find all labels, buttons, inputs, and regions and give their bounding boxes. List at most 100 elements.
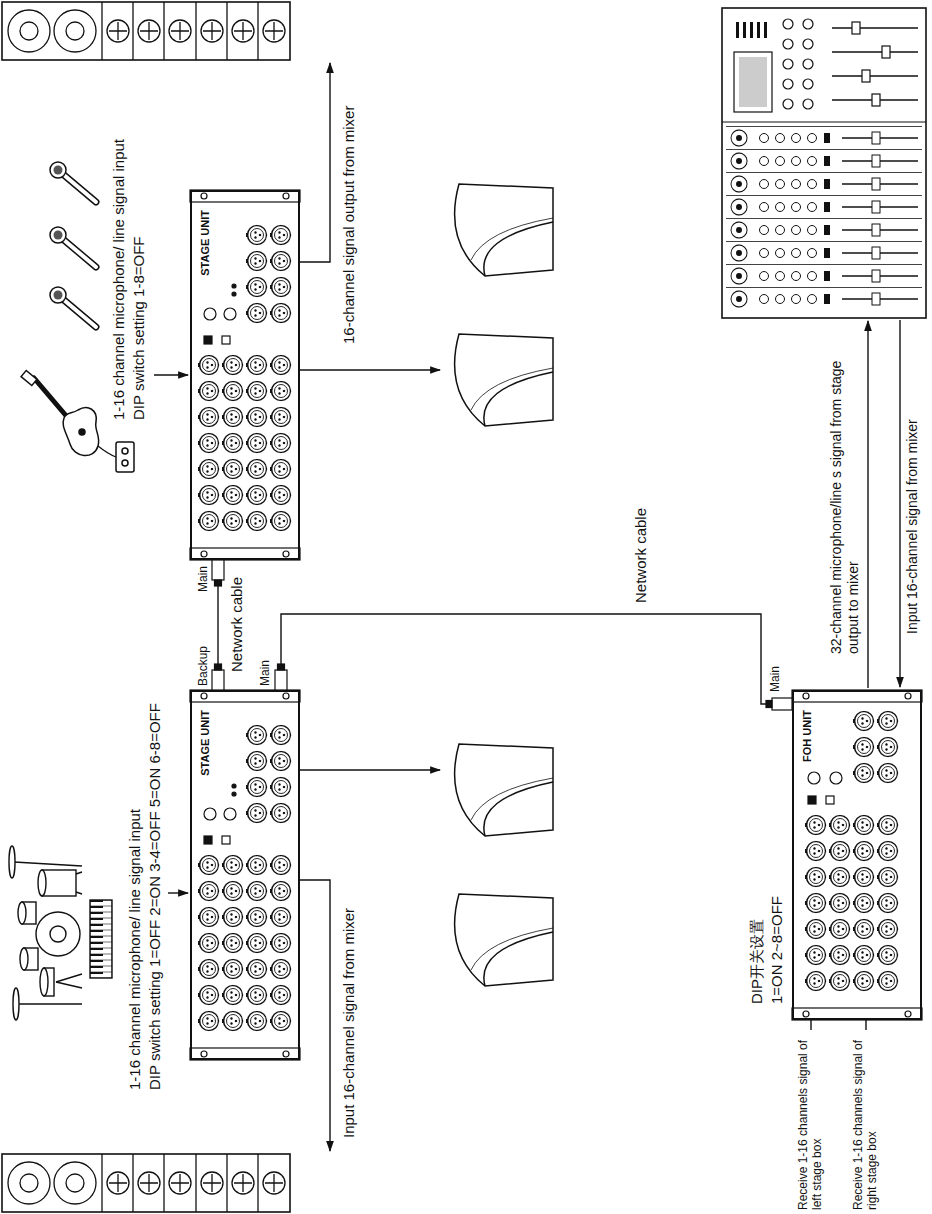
port-name: Main	[258, 660, 272, 686]
signal-arrow	[867, 321, 868, 688]
stage-unit-panel	[224, 308, 236, 320]
mixing-console	[852, 22, 860, 34]
drum-kit	[76, 892, 82, 894]
signal-arrow	[300, 63, 330, 262]
mixing-console	[736, 22, 739, 38]
drum-kit	[18, 1003, 82, 1004]
foh-unit-panel	[803, 1011, 809, 1017]
network-plug	[275, 670, 287, 690]
electric-guitar	[122, 448, 128, 454]
signal-arrow	[899, 320, 900, 687]
line-array-speaker	[2, 1154, 290, 1212]
mixing-console	[803, 79, 813, 89]
foh-unit: FOH UNIT	[792, 690, 922, 1020]
keyboard	[90, 900, 112, 978]
port-name: Backup	[196, 646, 210, 686]
microphone	[54, 231, 63, 240]
mixing-console	[832, 75, 918, 77]
signal-arrow	[300, 769, 440, 770]
electric-guitar	[21, 370, 37, 385]
foh-unit-panel	[808, 772, 820, 784]
monitor-wedge	[455, 184, 553, 276]
mixing-console	[783, 39, 793, 49]
foh-unit-panel	[830, 772, 842, 784]
cable-label: Network cable	[228, 574, 246, 675]
dip-note: 1=ON 2~8=OFF	[768, 896, 786, 1004]
stage-unit-panel	[232, 292, 236, 296]
cable-label: Network cable	[632, 505, 650, 606]
mixing-console	[862, 70, 870, 82]
stage-unit-panel	[232, 284, 236, 288]
mixing-console	[757, 22, 760, 38]
stage-unit-panel	[201, 1051, 207, 1057]
stage-unit-panel	[201, 693, 207, 699]
network-plug	[766, 701, 772, 708]
drum-kit	[40, 968, 48, 996]
mixing-console	[722, 121, 926, 122]
signal-note: 32-channel microphone/line s signal from…	[828, 344, 861, 654]
stage-unit-panel	[283, 193, 289, 199]
microphone	[50, 162, 96, 327]
stage-unit-panel	[201, 551, 207, 557]
electric-guitar	[116, 442, 134, 472]
network-plug	[215, 580, 222, 586]
mixing-console	[743, 22, 746, 38]
stage-unit-panel	[201, 193, 207, 199]
electric-guitar	[98, 446, 116, 457]
mixing-console	[832, 27, 918, 29]
drum-kit	[56, 974, 82, 982]
stage-unit-panel	[190, 690, 300, 1060]
stage-unit-panel	[222, 336, 230, 344]
mixing-console	[722, 8, 926, 318]
input-note: 1-16 channel microphone/ line signal inp…	[126, 809, 144, 1090]
electric-guitar	[63, 408, 99, 456]
signal-arrow	[300, 880, 330, 1151]
mixing-console	[783, 79, 793, 89]
network-cable	[281, 614, 792, 704]
network-plug	[772, 698, 792, 710]
microphone	[54, 291, 63, 300]
unit-name: STAGE UNIT	[199, 710, 212, 776]
drum-kit	[42, 870, 76, 896]
unit-name: FOH UNIT	[801, 710, 814, 762]
signal-note: Input 16-channel signal from mixer	[340, 908, 358, 1138]
stage-unit-panel	[283, 1051, 289, 1057]
mixing-console	[803, 19, 813, 29]
stage-unit-panel	[245, 722, 293, 826]
monitor-wedge	[455, 744, 553, 836]
drum-kit	[14, 862, 82, 866]
dip-note: DIP开关设置	[748, 919, 766, 1004]
microphone	[54, 166, 63, 175]
foh-unit-panel	[852, 708, 900, 786]
drum-kit	[76, 872, 82, 874]
stage-unit-panel	[204, 808, 216, 820]
stage-unit-panel	[197, 852, 293, 1034]
signal-arrow	[300, 369, 440, 370]
drum-kit	[18, 902, 26, 924]
port-name: Main	[768, 666, 782, 692]
signal-arrow	[154, 63, 900, 1151]
electric-guitar	[122, 460, 128, 466]
stage-unit-panel	[197, 352, 293, 534]
microphone	[50, 287, 66, 303]
network-plug	[212, 560, 792, 710]
signal-arrow	[154, 374, 188, 375]
stage-unit-panel	[224, 808, 236, 820]
stage-unit-panel	[232, 792, 236, 796]
mixing-console	[783, 59, 793, 69]
mixing-console	[722, 126, 926, 310]
mixing-console	[872, 94, 880, 106]
mixing-console	[750, 22, 753, 38]
foh-unit-panel	[905, 693, 911, 699]
signal-note: Input 16-channel signal from mixer	[904, 419, 921, 634]
dip-note: DIP switch setting 1-8=OFF	[130, 236, 148, 420]
mixing-console	[722, 8, 926, 318]
foh-unit-panel	[905, 1011, 911, 1017]
stage-unit: STAGE UNIT	[190, 690, 300, 1060]
stage-unit-panel	[190, 190, 300, 560]
receive-note: Receive 1-16 channels signal of right st…	[851, 1032, 879, 1210]
foh-unit-panel	[808, 796, 816, 804]
mixing-console	[739, 57, 767, 107]
foh-unit-panel	[803, 693, 809, 699]
electric-guitar	[34, 378, 68, 418]
